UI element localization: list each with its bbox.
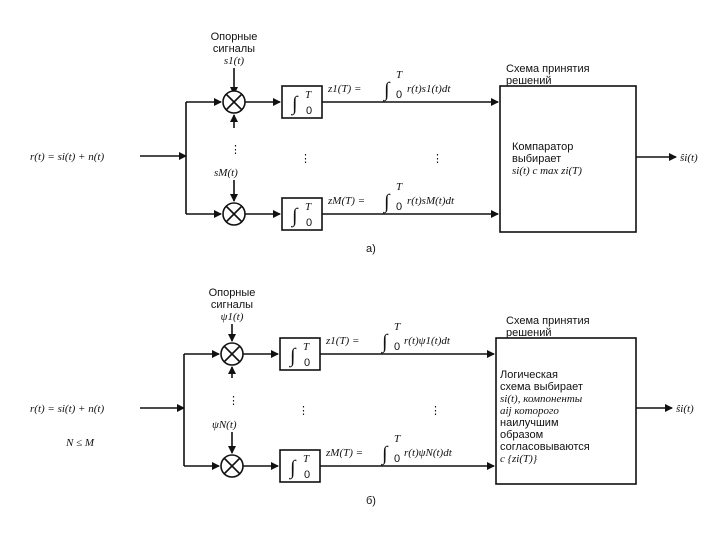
b-decision-title-line1: Схема принятия [506, 315, 590, 327]
b-dots-mult: ⋮ [228, 395, 239, 407]
b-ref-last-label: ψN(t) [212, 419, 237, 431]
a-decision-title-line1: Схема принятия [506, 63, 590, 75]
a-intM-upper: T [305, 201, 312, 213]
b-decision-body-line3: si(t), компоненты [500, 393, 583, 405]
b-input-label: r(t) = si(t) + n(t) [30, 403, 104, 415]
a-caption: а) [366, 243, 376, 255]
a-intM-lower: 0 [306, 217, 312, 229]
a-int1-upper: T [305, 89, 312, 101]
b-decision-body-line7: согласовываются [500, 441, 590, 453]
b-multiplier-N [220, 454, 244, 478]
diagram-b: Опорные сигналы ψ1(t) r(t) = si(t) + n(t… [30, 287, 694, 507]
b-intN-upper: T [303, 453, 310, 465]
b-decision-body-line2: схема выбирает [500, 381, 583, 393]
b-out1-formula: z1(T) = ∫ T 0 r(t)ψ1(t)dt [325, 321, 451, 354]
b-intN-lower: 0 [304, 469, 310, 481]
b-decision-box [495, 337, 637, 485]
b-outM-label: zM(T) = [325, 447, 363, 459]
a-decision-body-line2: выбирает [512, 153, 561, 165]
b-caption: б) [366, 495, 376, 507]
b-decision-title-line2: решений [506, 327, 552, 339]
a-integrator-M: ∫ T 0 [281, 197, 323, 231]
b-int1-lower: 0 [304, 357, 310, 369]
b-int1-upper: T [303, 341, 310, 353]
a-out1-label: z1(T) = [327, 83, 361, 95]
b-integrator-N: ∫ T 0 [279, 449, 321, 483]
b-decision-body-line4: aij которого [500, 405, 559, 417]
b-dots-out: ⋮ [430, 405, 441, 417]
a-decision-title-line2: решений [506, 75, 552, 87]
b-decision-body-line8: с {zi(T)} [500, 453, 538, 465]
b-outM-lower: 0 [394, 453, 400, 465]
b-dots-int: ⋮ [298, 405, 309, 417]
a-decision-body-line3: si(t) с max zi(T) [512, 165, 582, 177]
a-int1-lower: 0 [306, 105, 312, 117]
b-ref-title-line2: сигналы [211, 299, 253, 311]
a-outM-formula: zM(T) = ∫ T 0 r(t)sM(t)dt [327, 181, 455, 214]
a-dots-int: ⋮ [300, 153, 311, 165]
b-outM-expr: r(t)ψN(t)dt [404, 447, 453, 459]
a-intM-symbol: ∫ [290, 205, 299, 228]
b-output-label: ŝi(t) [676, 403, 694, 415]
b-decision-body-line1: Логическая [500, 369, 558, 381]
a-out1-formula: z1(T) = ∫ T 0 r(t)s1(t)dt [327, 69, 451, 102]
a-int1-symbol: ∫ [290, 93, 299, 116]
a-ref-title-line1: Опорные [211, 31, 258, 43]
b-out1-lower: 0 [394, 341, 400, 353]
a-multiplier-M [222, 202, 246, 226]
diagram-a: Опорные сигналы s1(t) r(t) = si(t) + n(t… [30, 31, 698, 255]
b-int1-symbol: ∫ [288, 345, 297, 368]
b-ref-first-label: ψ1(t) [221, 311, 244, 323]
a-ref-last-label: sM(t) [214, 167, 238, 179]
a-outM-upper: T [396, 181, 403, 193]
b-out1-integral: ∫ [380, 331, 389, 354]
b-outM-formula: zM(T) = ∫ T 0 r(t)ψN(t)dt [325, 433, 453, 466]
b-intN-symbol: ∫ [288, 457, 297, 480]
a-outM-label: zM(T) = [327, 195, 365, 207]
a-out1-integral: ∫ [382, 79, 391, 102]
a-outM-integral: ∫ [382, 191, 391, 214]
a-ref-first-label: s1(t) [224, 55, 245, 67]
a-out1-upper: T [396, 69, 403, 81]
a-integrator-1: ∫ T 0 [281, 85, 323, 119]
a-dots-out: ⋮ [432, 153, 443, 165]
a-multiplier-1 [222, 90, 246, 114]
b-outM-upper: T [394, 433, 401, 445]
b-decision-body-line6: образом [500, 429, 543, 441]
a-ref-title-line2: сигналы [213, 43, 255, 55]
a-outM-lower: 0 [396, 201, 402, 213]
a-output-label: ŝi(t) [680, 152, 698, 164]
b-out1-expr: r(t)ψ1(t)dt [404, 335, 451, 347]
b-decision-body-line5: наилучшим [500, 417, 559, 429]
a-decision-box [499, 85, 637, 233]
b-integrator-1: ∫ T 0 [279, 337, 321, 371]
a-out1-expr: r(t)s1(t)dt [407, 83, 451, 95]
a-dots-mult: ⋮ [230, 144, 241, 156]
a-out1-lower: 0 [396, 89, 402, 101]
b-ref-title-line1: Опорные [209, 287, 256, 299]
b-outM-integral: ∫ [380, 443, 389, 466]
a-input-label: r(t) = si(t) + n(t) [30, 151, 104, 163]
b-multiplier-1 [220, 342, 244, 366]
b-out1-upper: T [394, 321, 401, 333]
b-condition-label: N ≤ M [65, 437, 95, 449]
a-decision-body-line1: Компаратор [512, 141, 573, 153]
b-out1-label: z1(T) = [325, 335, 359, 347]
a-outM-expr: r(t)sM(t)dt [407, 195, 455, 207]
